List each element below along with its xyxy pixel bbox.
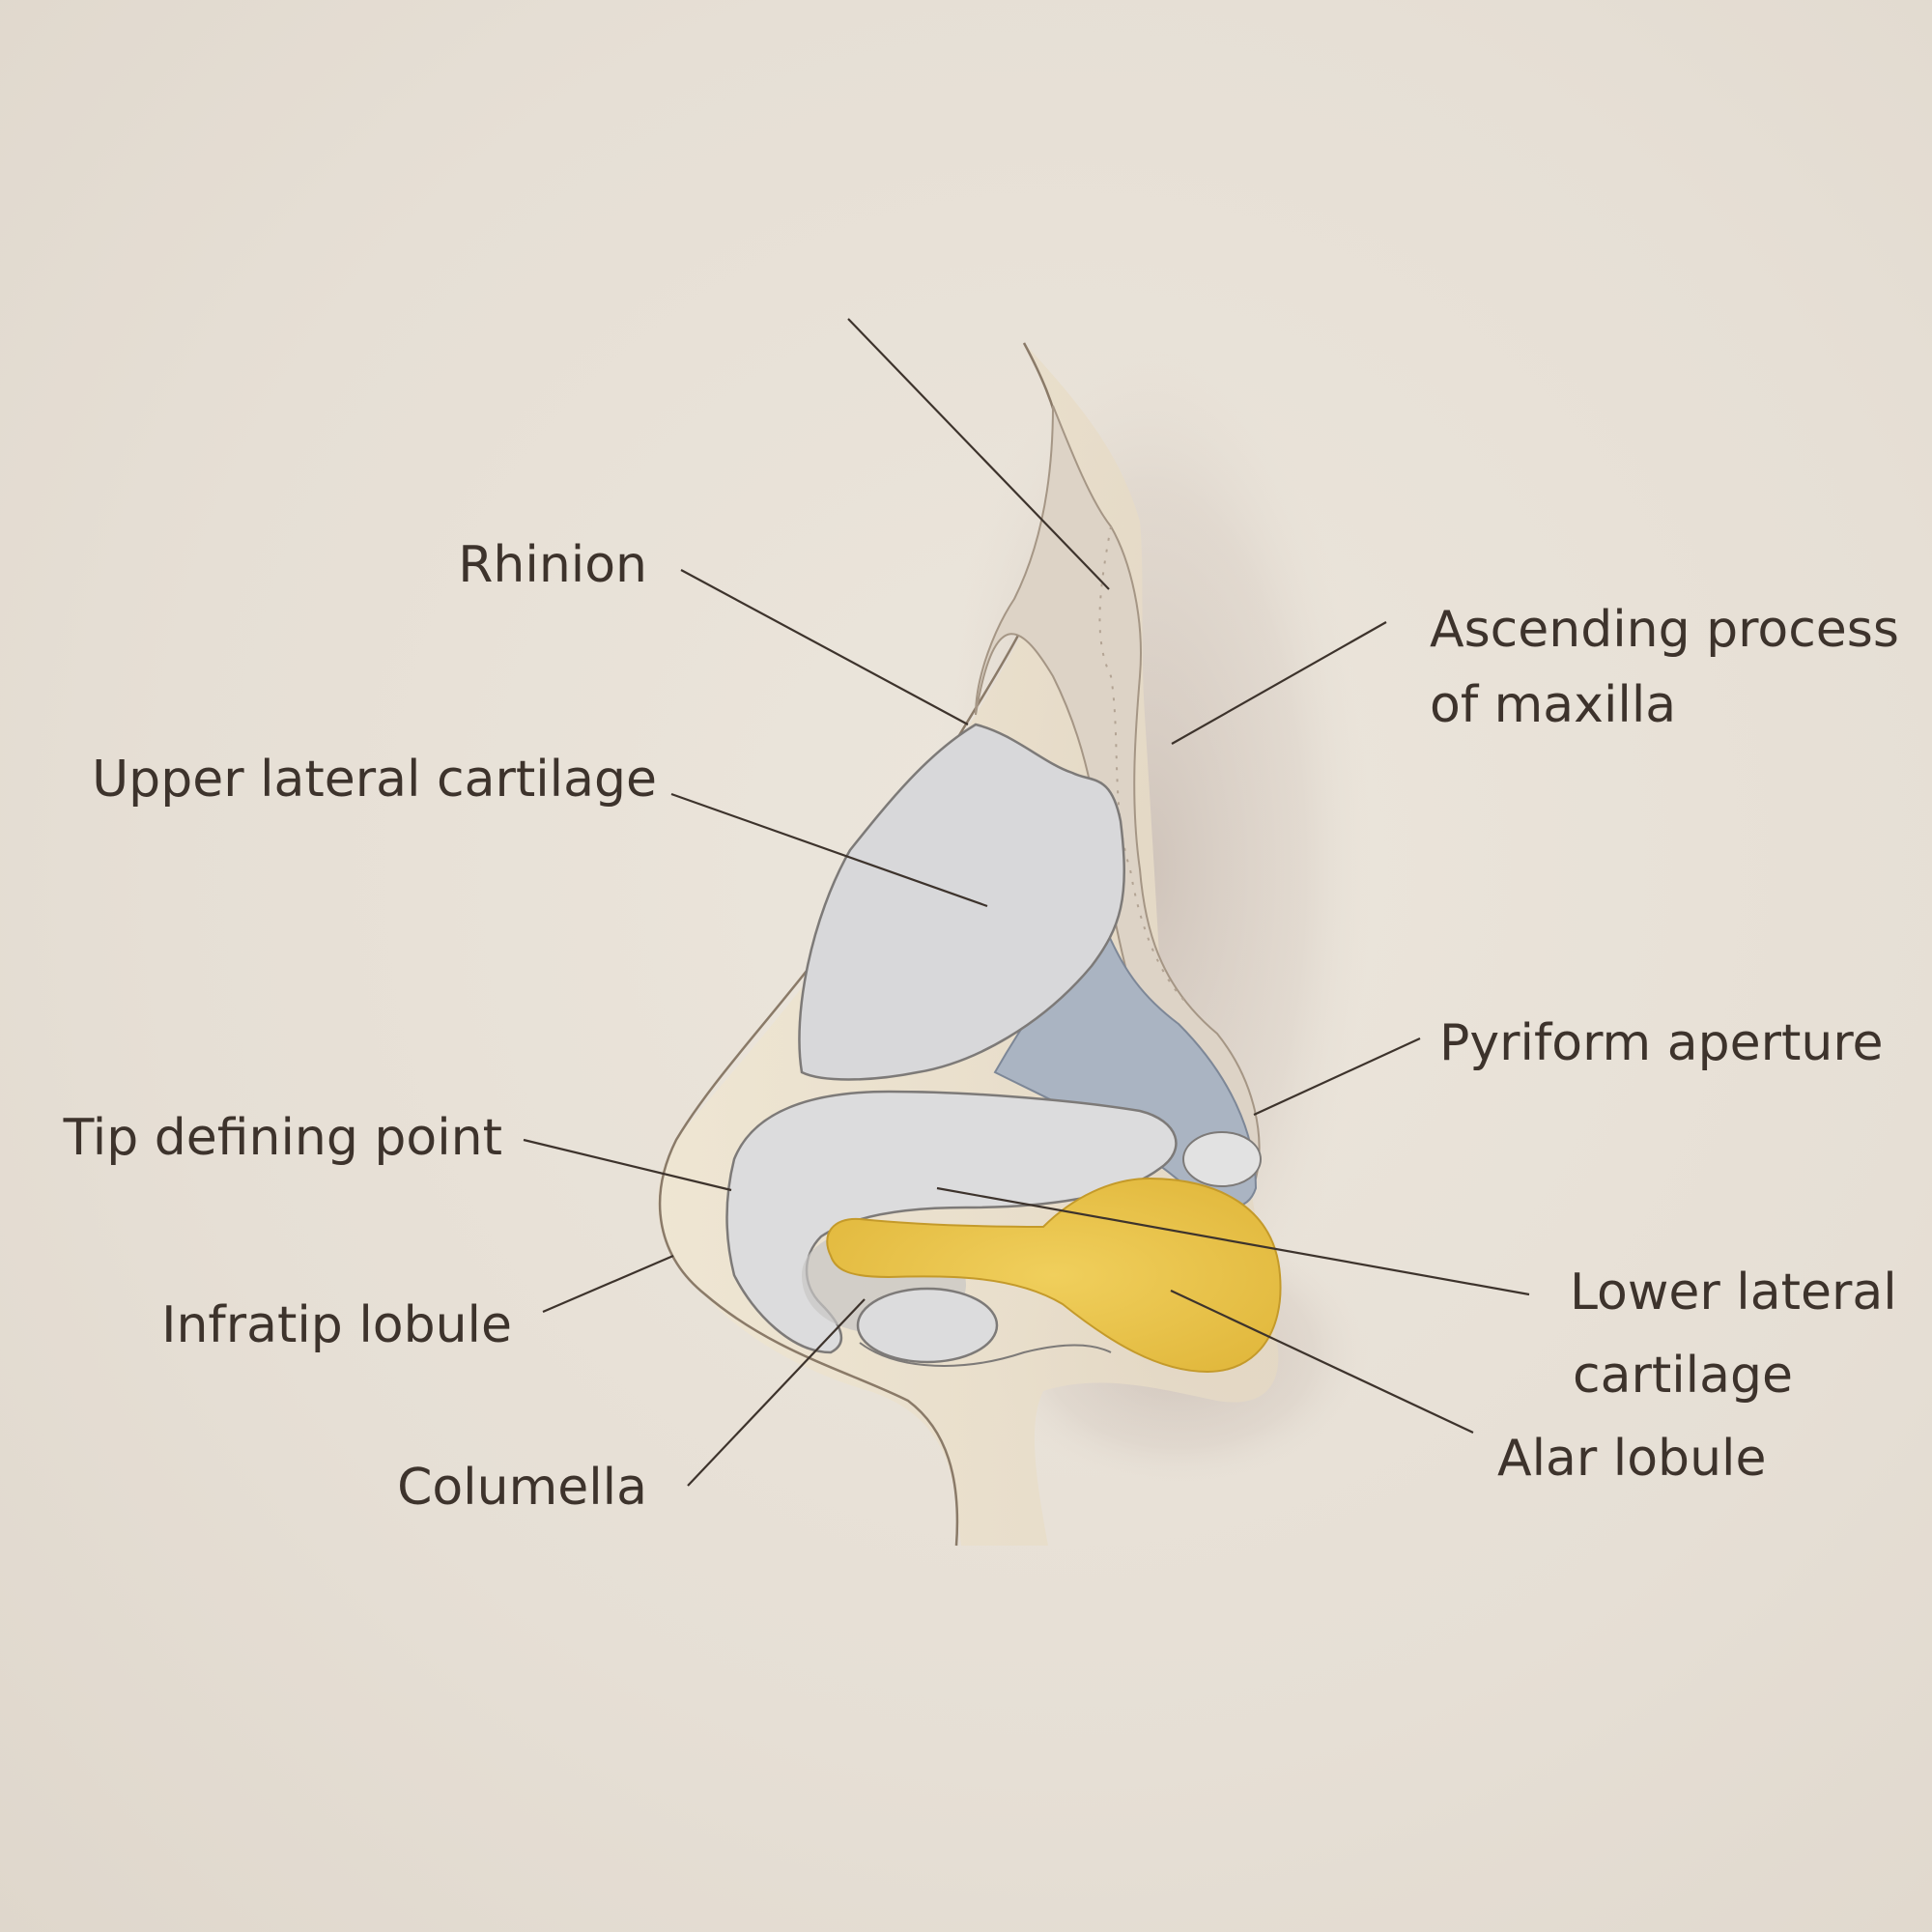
leader-pyriform-aperture bbox=[1253, 1037, 1421, 1116]
columella-shape bbox=[856, 1287, 999, 1364]
leader-rhinion bbox=[680, 569, 969, 725]
label-alar-lobule: Alar lobule bbox=[1497, 1430, 1767, 1488]
label-upper-lateral-cartilage: Upper lateral cartilage bbox=[92, 751, 657, 809]
label-ascending-process-line2: of maxilla bbox=[1430, 676, 1677, 734]
label-infratip-lobule: Infratip lobule bbox=[161, 1296, 512, 1354]
leader-ascending-process bbox=[1171, 621, 1387, 745]
columella-base bbox=[859, 1342, 1112, 1367]
leader-infratip-lobule bbox=[542, 1254, 674, 1314]
label-rhinion: Rhinion bbox=[458, 536, 647, 594]
label-lower-lateral-line1: Lower lateral bbox=[1570, 1264, 1897, 1321]
leader-upper-lateral-cartilage bbox=[670, 792, 988, 908]
label-columella: Columella bbox=[397, 1459, 647, 1517]
leader-alar-lobule bbox=[1170, 1290, 1474, 1434]
label-ascending-process-line1: Ascending process bbox=[1430, 601, 1899, 659]
lower-lateral-cartilage-shape bbox=[725, 1090, 1178, 1354]
leader-columella bbox=[687, 1298, 866, 1487]
leader-nasal-bone bbox=[847, 318, 1110, 590]
leader-tip-defining-point bbox=[523, 1138, 732, 1192]
label-tip-defining-point: Tip defining point bbox=[63, 1109, 502, 1167]
leader-lines bbox=[523, 318, 1530, 1487]
label-pyriform-aperture: Pyriform aperture bbox=[1439, 1014, 1884, 1072]
sesamoid-cartilage bbox=[1182, 1131, 1262, 1187]
label-lower-lateral-line2: cartilage bbox=[1573, 1347, 1793, 1405]
leader-lower-lateral-cartilage bbox=[936, 1186, 1530, 1296]
alar-lobule-shape bbox=[826, 1177, 1282, 1374]
